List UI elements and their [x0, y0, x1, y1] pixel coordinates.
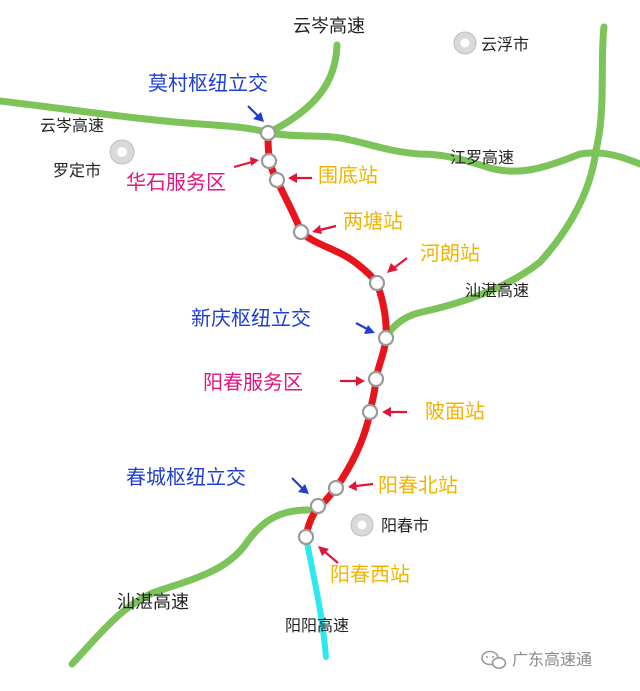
xinqing-hub-node[interactable]	[377, 329, 395, 347]
wechat-icon	[481, 650, 507, 669]
weidi-station-label: 围底站	[318, 163, 378, 187]
helang-station-arrow	[387, 257, 408, 273]
lingmian-station-label: 陂面站	[425, 399, 485, 423]
yangchun-north-station-node[interactable]	[327, 479, 345, 497]
yangchun-north-station-label: 阳春北站	[378, 473, 458, 497]
luoding-city-marker	[109, 139, 135, 165]
mocun-hub-node[interactable]	[259, 124, 277, 142]
chuncheng-hub-arrow	[291, 477, 309, 494]
yangchun-north-station-arrow	[348, 481, 374, 491]
weidi-station-arrow	[288, 173, 312, 183]
huashi-service-arrow	[233, 157, 259, 169]
liangtang-station-node[interactable]	[292, 223, 310, 241]
huashi-service-label: 华石服务区	[126, 170, 226, 194]
yangchun-west-station-label: 阳春西站	[330, 562, 410, 586]
chuncheng-hub-node[interactable]	[309, 497, 327, 515]
luoding-city-label: 罗定市	[53, 161, 101, 180]
yangchun-service-label: 阳春服务区	[203, 370, 303, 394]
yuncen-highway-north	[264, 41, 341, 137]
yangyang-highway	[303, 534, 329, 660]
yunfu-city-label: 云浮市	[481, 35, 529, 54]
liangtang-station-label: 两塘站	[343, 209, 403, 233]
yangchun-service-node[interactable]	[367, 370, 385, 388]
jiangluo-highway-label: 江罗高速	[450, 148, 514, 167]
shanzhan-highway-west	[68, 506, 312, 668]
shanzhan-highway-label-right: 汕湛高速	[465, 281, 529, 300]
yangchun-west-station-node[interactable]	[297, 528, 315, 546]
shanzhan-highway-east	[381, 23, 608, 342]
yangyang-highway-label: 阳阳高速	[285, 616, 349, 635]
yangchun-city-label: 阳春市	[381, 516, 429, 535]
helang-station-node[interactable]	[368, 274, 386, 292]
xinqing-hub-label: 新庆枢纽立交	[191, 306, 311, 330]
shanzhan-highway-label-left: 汕湛高速	[117, 592, 189, 613]
yunfu-city-marker	[453, 31, 477, 55]
chuncheng-hub-label: 春城枢纽立交	[126, 465, 246, 489]
mocun-hub-arrow	[247, 105, 264, 122]
helang-station-label: 河朗站	[420, 241, 480, 265]
lingmian-station-node[interactable]	[361, 403, 379, 421]
featured-expressway	[264, 129, 390, 541]
yangchun-west-station-arrow	[318, 546, 339, 564]
yangchun-service-arrow	[340, 376, 365, 386]
yuncen-jiangluo-highway	[0, 97, 640, 175]
xinqing-hub-arrow	[355, 322, 375, 334]
watermark-text: 广东高速通	[512, 650, 592, 669]
lingmian-station-arrow	[382, 407, 407, 417]
yuncen-highway-label-left: 云岑高速	[40, 116, 104, 135]
huashi-service-node[interactable]	[260, 152, 278, 170]
weidi-station-node[interactable]	[268, 171, 286, 189]
mocun-hub-label: 莫村枢纽立交	[148, 71, 268, 95]
yangchun-city-marker	[350, 513, 374, 537]
liangtang-station-arrow	[312, 224, 337, 234]
yuncen-highway-label-top: 云岑高速	[293, 16, 365, 37]
